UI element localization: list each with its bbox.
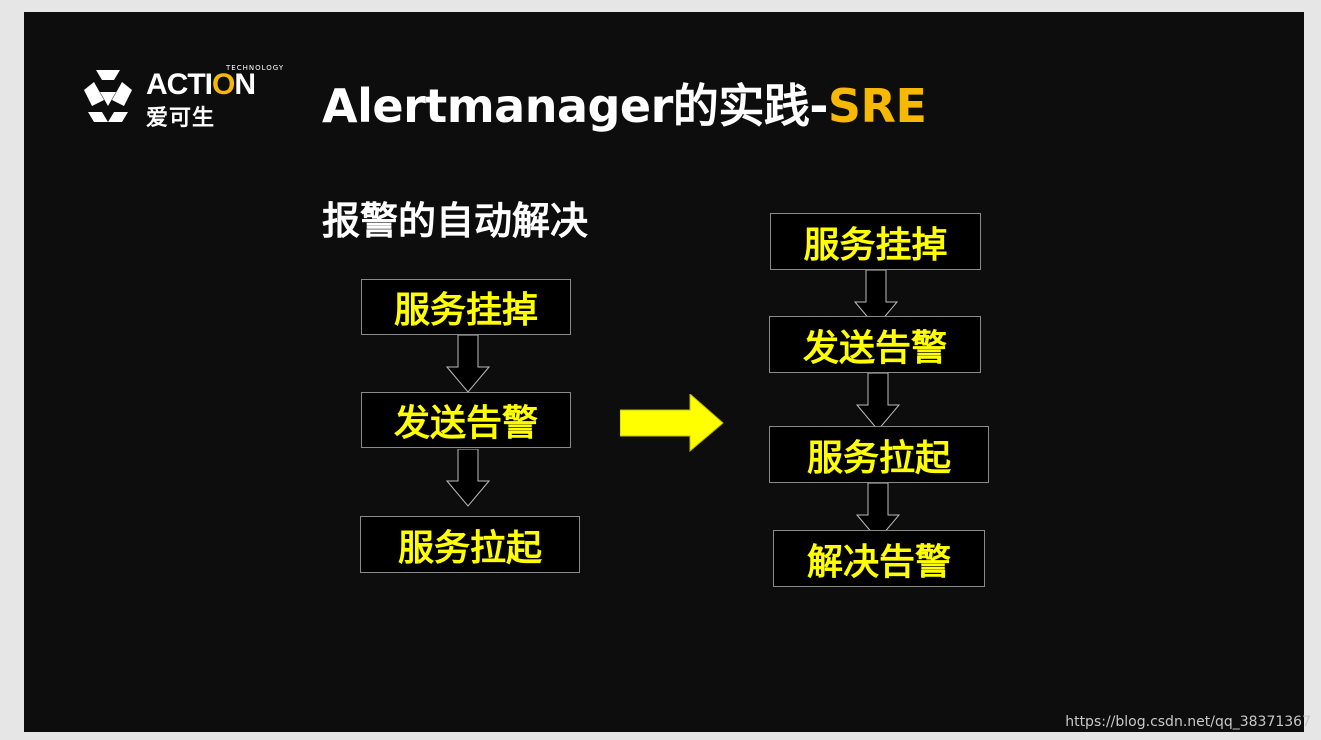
recycle-logo-icon — [84, 70, 132, 122]
logo-chinese-name: 爱可生 — [146, 106, 216, 131]
watermark-url: https://blog.csdn.net/qq_38371367 — [1065, 714, 1311, 730]
slide-title: Alertmanager的实践-SRE — [322, 79, 927, 133]
right-step-send-alert: 发送告警 — [769, 316, 981, 373]
down-arrow-icon — [446, 335, 490, 393]
right-arrow-icon — [620, 394, 724, 452]
down-arrow-icon — [856, 483, 900, 541]
right-step-service-up: 服务拉起 — [769, 426, 989, 483]
down-arrow-icon — [856, 373, 900, 431]
logo-wordmark: ACTION — [146, 68, 256, 101]
right-step-service-down: 服务挂掉 — [770, 213, 981, 270]
slide-subtitle: 报警的自动解决 — [322, 199, 589, 243]
down-arrow-icon — [446, 449, 490, 507]
right-step-resolve-alert: 解决告警 — [773, 530, 985, 587]
left-step-send-alert: 发送告警 — [361, 392, 571, 448]
left-step-service-up: 服务拉起 — [360, 516, 580, 573]
down-arrow-icon — [854, 270, 898, 328]
logo-technology-text: TECHNOLOGY — [226, 64, 285, 72]
action-logo: TECHNOLOGY ACTION 爱可生 — [78, 64, 288, 131]
slide: TECHNOLOGY ACTION 爱可生 Alertmanager的实践-SR… — [24, 12, 1304, 732]
title-accent: SRE — [827, 79, 927, 133]
left-step-service-down: 服务挂掉 — [361, 279, 571, 335]
